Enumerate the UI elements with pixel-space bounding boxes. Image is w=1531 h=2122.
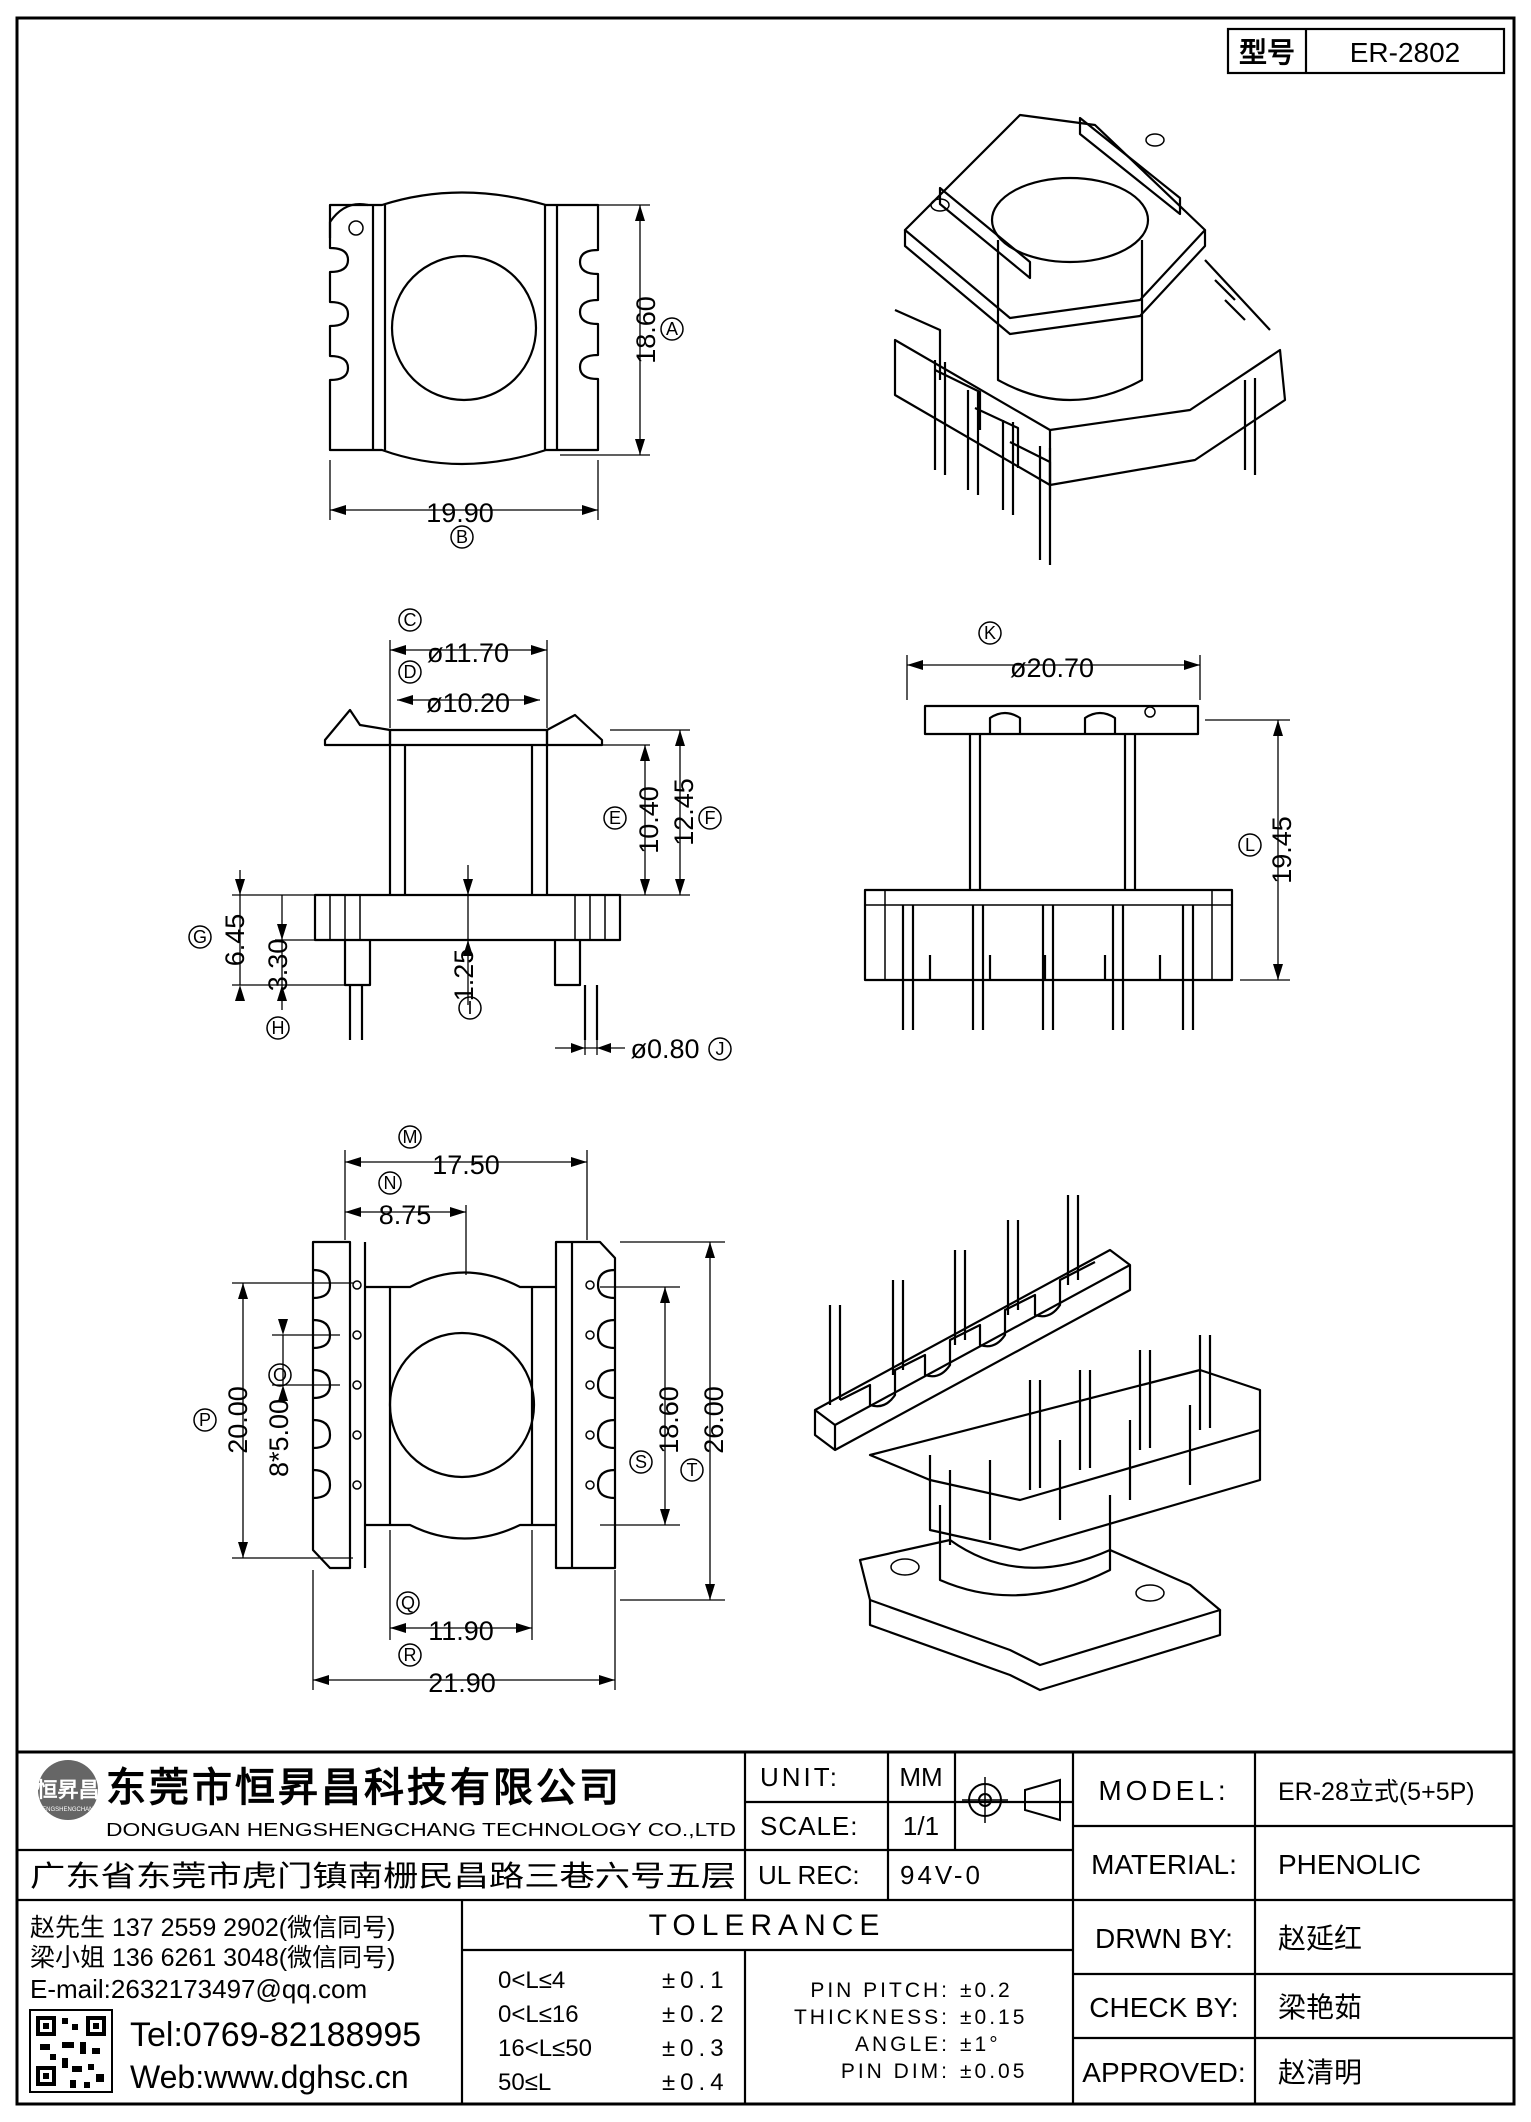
tol-range-1: 0<L≤4 [498,1967,565,1994]
tol-range-2: 0<L≤16 [498,2001,579,2028]
dim-p-value: 20.00 [223,1386,253,1454]
dim-r-value: 21.90 [428,1668,496,1698]
company-name-en: DONGUGAN HENGSHENGCHANG TECHNOLOGY CO.,L… [106,1819,736,1840]
dim-a-label: A [666,319,678,339]
dim-a-value: 18.60 [631,296,661,364]
dim-b-value: 19.90 [426,498,494,528]
dim-b-label: B [456,527,468,547]
dim-e-label: E [609,808,621,828]
pin-dim-value: ±0.05 [960,2060,1027,2083]
dim-c-value: ø11.70 [427,638,509,668]
model-header-value: ER-2802 [1350,37,1461,68]
material-value: PHENOLIC [1278,1849,1421,1880]
tol-value-4: ±0.4 [662,2069,729,2096]
svg-text:恒昇昌: 恒昇昌 [37,1778,100,1802]
dim-j-label: J [716,1039,725,1059]
angle-label: ANGLE: [855,2033,950,2056]
approved-label: APPROVED: [1082,2057,1245,2088]
dim-d-value: ø10.20 [426,688,510,718]
dim-h-value: 3.30 [263,939,293,992]
title-block: 恒昇昌 HENGSHENGCHANG 东莞市恒昇昌科技有限公司 DONGUGAN… [17,1750,1514,2104]
tol-range-3: 16<L≤50 [498,2035,592,2062]
dim-q-label: Q [401,1593,415,1613]
drawn-label: DRWN BY: [1095,1923,1233,1954]
dim-n-value: 8.75 [379,1200,432,1230]
scale-label: SCALE: [760,1811,859,1841]
dim-t-value: 26.00 [699,1386,729,1454]
dim-g-value: 6.45 [220,914,250,967]
dim-s-value: 18.60 [654,1386,684,1454]
ulrec-label: UL REC: [758,1860,860,1890]
dim-i-value: 1.25 [449,949,479,1002]
model-header-box: 型号 ER-2802 [1226,27,1506,75]
tol-value-3: ±0.3 [662,2035,729,2062]
dim-i-label: I [467,998,472,1018]
side-view: ø20.70 K 19.45 L [863,621,1297,1030]
isometric-view-top [893,113,1287,565]
dim-l-value: 19.45 [1267,816,1297,884]
dim-t-label: T [687,1460,698,1480]
dim-h-label: H [272,1018,285,1038]
dim-g-label: G [193,927,207,947]
dim-o-value: 8*5.00 [264,1399,294,1477]
dim-s-label: S [635,1452,647,1472]
dim-e-value: 10.40 [634,786,664,854]
model-header-label: 型号 [1239,37,1295,68]
dim-k-label: K [984,623,996,643]
unit-label: UNIT: [760,1762,840,1792]
model-value: ER-28立式(5+5P) [1278,1778,1475,1806]
isometric-view-bottom [813,1195,1262,1692]
tol-value-2: ±0.2 [662,2001,729,2028]
model-label: MODEL: [1098,1775,1229,1806]
email: E-mail:2632173497@qq.com [30,1974,367,2004]
dim-c-label: C [404,610,417,630]
dim-f-label: F [705,808,716,828]
svg-text:HENGSHENGCHANG: HENGSHENGCHANG [38,1807,99,1813]
ulrec-value: 94V-0 [900,1860,983,1890]
thickness-label: THICKNESS: [794,2006,950,2029]
drawn-value: 赵延红 [1278,1923,1362,1954]
company-logo: 恒昇昌 HENGSHENGCHANG [37,1760,100,1820]
dim-m-value: 17.50 [432,1150,500,1180]
dim-q-value: 11.90 [428,1616,494,1646]
thickness-value: ±0.15 [960,2006,1027,2029]
angle-value: ±1° [960,2033,1001,2056]
material-label: MATERIAL: [1091,1849,1237,1880]
contact-1: 赵先生 137 2559 2902(微信同号) [30,1914,395,1942]
scale-value: 1/1 [903,1811,939,1841]
dim-p-label: P [199,1410,211,1430]
dim-k-value: ø20.70 [1010,653,1094,683]
projection-symbol-icon [962,1777,1061,1823]
bottom-view: 17.50 M 8.75 N 20.00 P 8*5.00 O 18.60 [193,1125,729,1698]
dim-d-label: D [404,662,417,682]
tol-value-1: ±0.1 [662,1967,729,1994]
dim-m-label: M [403,1127,418,1147]
contact-2: 梁小姐 136 6261 3048(微信同号) [30,1944,395,1972]
tol-range-4: 50≤L [498,2069,551,2096]
dim-n-label: N [384,1173,397,1193]
pin-dim-label: PIN DIM: [841,2060,950,2083]
dim-o-label: O [273,1365,287,1385]
front-view: ø11.70 C ø10.20 D 10.40 12.45 E F 6.45 3… [188,608,732,1064]
company-name-cn: 东莞市恒昇昌科技有限公司 [106,1766,622,1810]
check-value: 梁艳茹 [1278,1992,1362,2023]
web: Web:www.dghsc.cn [130,2059,409,2095]
tel: Tel:0769-82188995 [130,2016,421,2054]
dim-l-label: L [1245,835,1255,855]
qr-code-icon [29,2009,113,2093]
pin-pitch-label: PIN PITCH: [810,1979,950,2002]
dim-r-label: R [404,1645,417,1665]
pin-pitch-value: ±0.2 [960,1979,1013,2002]
company-address: 广东省东莞市虎门镇南栅民昌路三巷六号五层 [30,1860,736,1893]
dim-j-value: ø0.80 [630,1034,699,1064]
tolerance-title: TOLERANCE [649,1909,886,1942]
top-view: 18.60 A 19.90 B [328,191,684,549]
unit-value: MM [899,1762,942,1792]
approved-value: 赵清明 [1278,2057,1362,2088]
dim-f-value: 12.45 [669,778,699,846]
check-label: CHECK BY: [1089,1992,1238,2023]
sheet-border [15,16,1516,2106]
